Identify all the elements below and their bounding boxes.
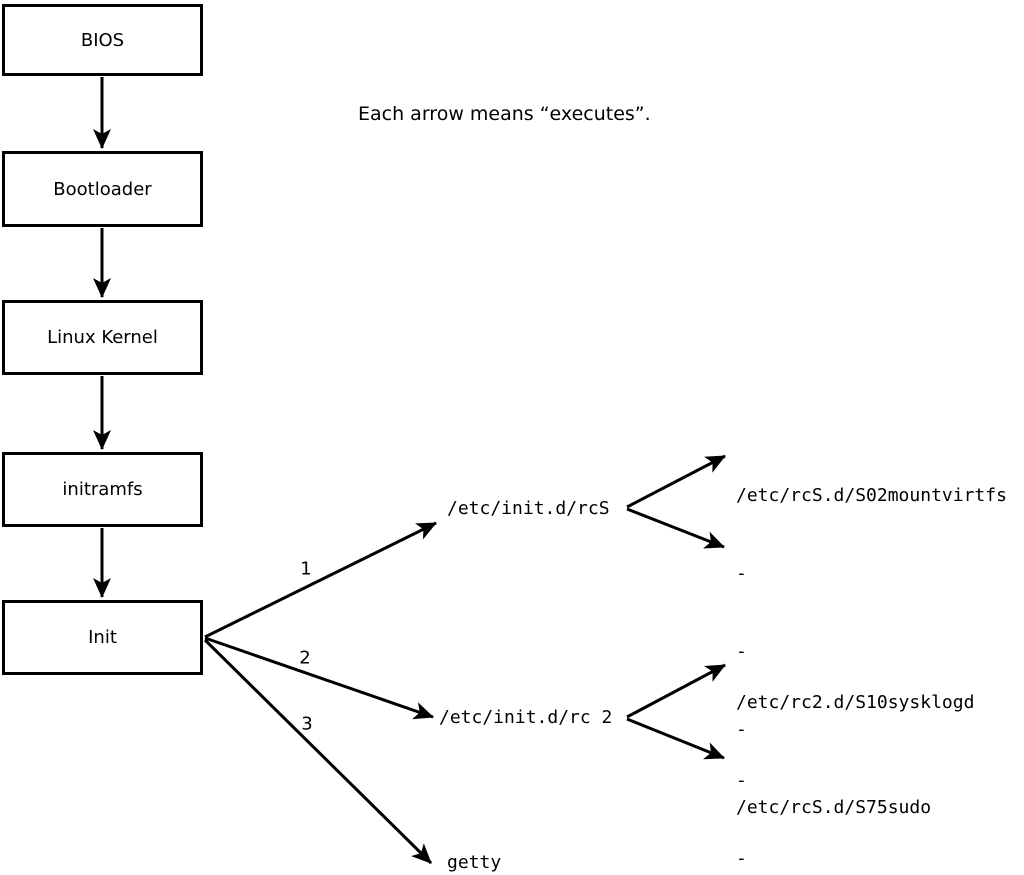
box-bootloader-label: Bootloader: [53, 178, 152, 200]
rcs-scripts-list: /etc/rcS.d/S02mountvirtfs - - - /etc/rcS…: [736, 431, 1007, 873]
rc2-script-gap-dash: -: [736, 848, 747, 869]
box-bootloader: Bootloader: [2, 151, 203, 227]
rcs-script-gap-dash: -: [736, 563, 747, 584]
legend-note: Each arrow means “executes”.: [358, 103, 651, 125]
arrow-init-to-rc2: [204, 636, 434, 720]
rcs-script-last: /etc/rcS.d/S75sudo: [736, 797, 932, 818]
arrow-order-label-1: 1: [300, 558, 312, 580]
arrow-order-label-3: 3: [301, 713, 313, 735]
box-init-label: Init: [88, 627, 117, 648]
box-bios-label: BIOS: [80, 29, 125, 51]
box-linux-kernel-label: Linux Kernel: [47, 327, 158, 348]
rc2-script-first: /etc/rc2.d/S10sysklogd: [736, 692, 975, 713]
box-initramfs: initramfs: [2, 452, 203, 527]
box-initramfs-label: initramfs: [62, 479, 143, 500]
arrow-init-to-getty: [203, 638, 433, 865]
box-init: Init: [2, 600, 203, 675]
arrow-rc2-to-last-script: [626, 717, 725, 760]
rcs-node-label: /etc/init.d/rcS: [447, 498, 610, 519]
arrow-order-label-2: 2: [299, 647, 311, 669]
rcs-script-first: /etc/rcS.d/S02mountvirtfs: [736, 485, 1007, 506]
rc2-node-label: /etc/init.d/rc 2: [439, 707, 613, 728]
rcs-script-gap-dash: -: [736, 719, 747, 740]
arrow-init-to-rcs: [204, 521, 437, 639]
arrow-rcs-to-last-script: [626, 507, 725, 549]
box-linux-kernel: Linux Kernel: [2, 300, 203, 375]
getty-node-label: getty: [447, 852, 502, 873]
rcs-script-gap-dash: -: [736, 641, 747, 662]
arrow-rc2-to-first-script: [626, 663, 726, 719]
rc2-scripts-list: /etc/rc2.d/S10sysklogd - - - /etc/rc2.d/…: [736, 638, 974, 875]
arrow-rcs-to-first-script: [626, 454, 726, 509]
rc2-script-gap-dash: -: [736, 770, 747, 791]
box-bios: BIOS: [2, 4, 203, 76]
